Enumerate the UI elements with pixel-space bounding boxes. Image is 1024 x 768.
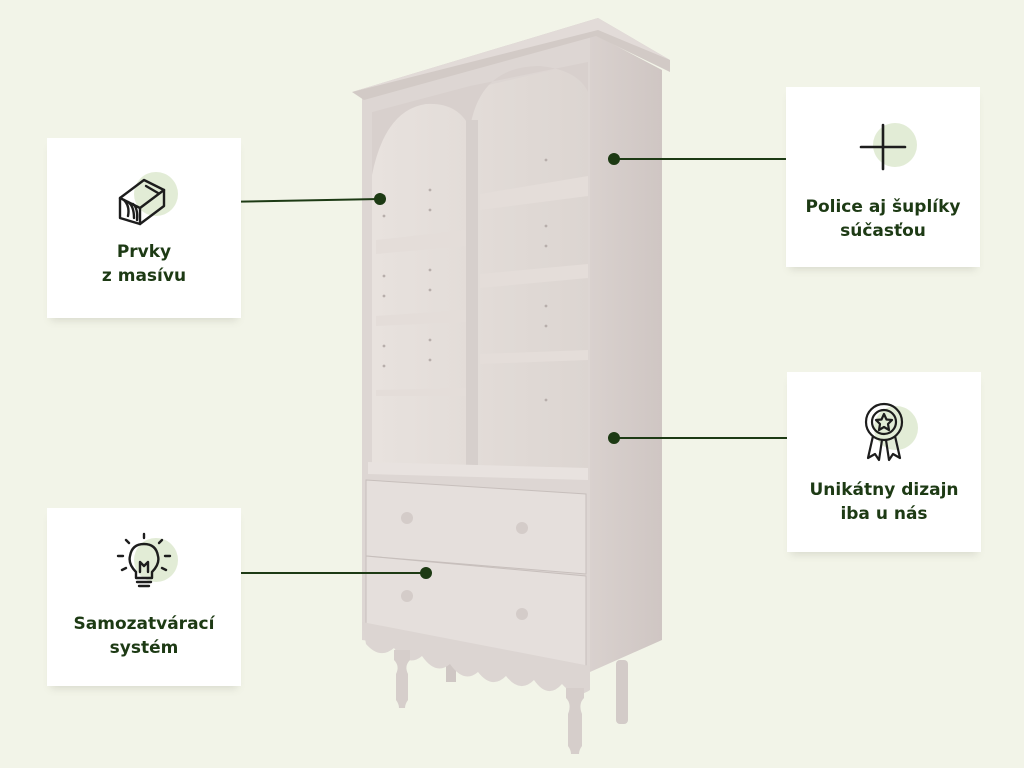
plus-icon bbox=[845, 117, 921, 181]
crown-molding bbox=[352, 18, 670, 100]
front-leg bbox=[566, 688, 584, 754]
right-arch bbox=[470, 62, 588, 128]
feature-label: Unikátny dizajn iba u nás bbox=[809, 480, 959, 524]
connector-dot bbox=[374, 193, 386, 205]
feature-label: Samozatvárací systém bbox=[73, 614, 215, 658]
wood-plank-icon bbox=[106, 166, 182, 230]
connector-line-solid-wood bbox=[217, 198, 381, 203]
award-ribbon-star-icon bbox=[846, 400, 922, 464]
light-bulb-icon bbox=[106, 532, 182, 596]
back-leg bbox=[616, 660, 628, 724]
shelf bbox=[480, 350, 588, 364]
shelf bbox=[376, 388, 466, 396]
drawer-top[interactable] bbox=[365, 479, 587, 575]
feature-card-solid-wood: Prvky z masívu bbox=[47, 138, 241, 318]
feature-card-unique-design: Unikátny dizajn iba u nás bbox=[787, 372, 981, 552]
drawer-knob[interactable] bbox=[401, 512, 413, 524]
shelf bbox=[480, 264, 588, 288]
shelf bbox=[376, 310, 466, 326]
drawer-knob[interactable] bbox=[401, 590, 413, 602]
connector-dot bbox=[420, 567, 432, 579]
scalloped-apron bbox=[362, 622, 590, 694]
feature-card-shelves-drawers: Police aj šuplíky súčasťou bbox=[786, 87, 980, 267]
left-arch bbox=[372, 86, 470, 175]
feature-card-soft-close: Samozatvárací systém bbox=[47, 508, 241, 686]
side-panel bbox=[590, 32, 662, 672]
feature-label: Police aj šuplíky súčasťou bbox=[805, 197, 961, 241]
interior-back bbox=[372, 62, 588, 475]
feature-label: Prvky z masívu bbox=[101, 242, 187, 286]
shelf bbox=[376, 230, 466, 254]
center-divider bbox=[466, 120, 478, 470]
connector-dot bbox=[608, 432, 620, 444]
front-leg bbox=[394, 650, 410, 708]
drawer-section-ledge bbox=[368, 462, 588, 480]
connector-dot bbox=[608, 153, 620, 165]
drawer-knob[interactable] bbox=[516, 608, 528, 620]
drawer-knob[interactable] bbox=[516, 522, 528, 534]
shelf bbox=[480, 176, 588, 210]
